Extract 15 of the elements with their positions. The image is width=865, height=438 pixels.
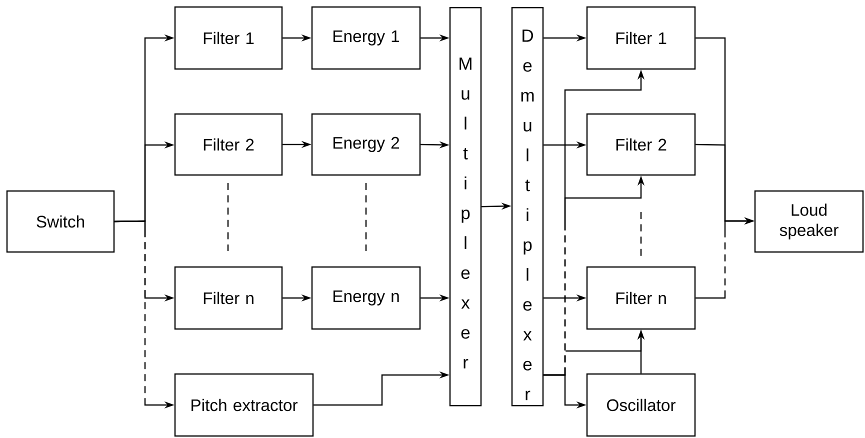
process-box: Switch: [6, 190, 115, 253]
process-box: Filter 2: [586, 113, 696, 176]
process-box: Filter 1: [586, 6, 696, 70]
multiplexer-bar: Multiplexer: [449, 7, 482, 406]
process-box: Pitch extractor: [174, 373, 314, 437]
process-box: Filter 2: [174, 113, 283, 176]
process-box: Filter n: [174, 266, 283, 330]
process-box: Loud speaker: [754, 190, 864, 253]
process-box: Filter n: [586, 266, 696, 330]
multiplexer-bar: Demultiplexer: [511, 7, 544, 406]
process-box: Energy n: [311, 266, 421, 330]
process-box: Energy 2: [311, 113, 421, 176]
process-box: Filter 1: [174, 6, 283, 70]
process-box: Oscillator: [586, 373, 696, 437]
process-box: Energy 1: [311, 6, 421, 70]
